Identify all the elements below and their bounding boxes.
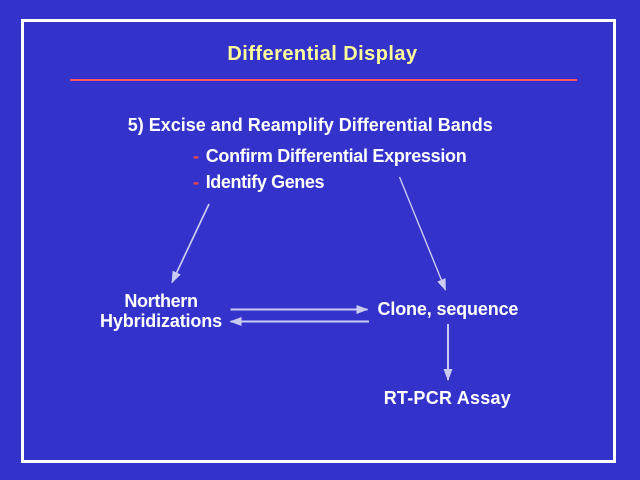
title-underline — [70, 79, 577, 81]
bullet-identify-genes: -Identify Genes — [193, 172, 325, 193]
bullet-text: Confirm Differential Expression — [205, 145, 467, 166]
bullet-dash: - — [193, 145, 199, 166]
bullet-dash: - — [193, 172, 199, 193]
slide-title: Differential Display — [227, 42, 418, 65]
node-rt-pcr-assay: RT-PCR Assay — [383, 388, 512, 409]
bullet-text: Identify Genes — [205, 172, 325, 193]
node-clone-sequence: Clone, sequence — [377, 299, 519, 319]
arrow-identify-to-northern — [171, 203, 210, 284]
arrow-confirm-to-clone — [398, 176, 447, 291]
bullet-confirm-expression: -Confirm Differential Expression — [193, 145, 467, 166]
node-label-line: Hybridizations — [100, 310, 222, 331]
slide-frame-border — [21, 19, 616, 463]
node-label-line: Northern — [124, 290, 198, 311]
step-heading: 5) Excise and Reamplify Differential Ban… — [127, 115, 493, 136]
